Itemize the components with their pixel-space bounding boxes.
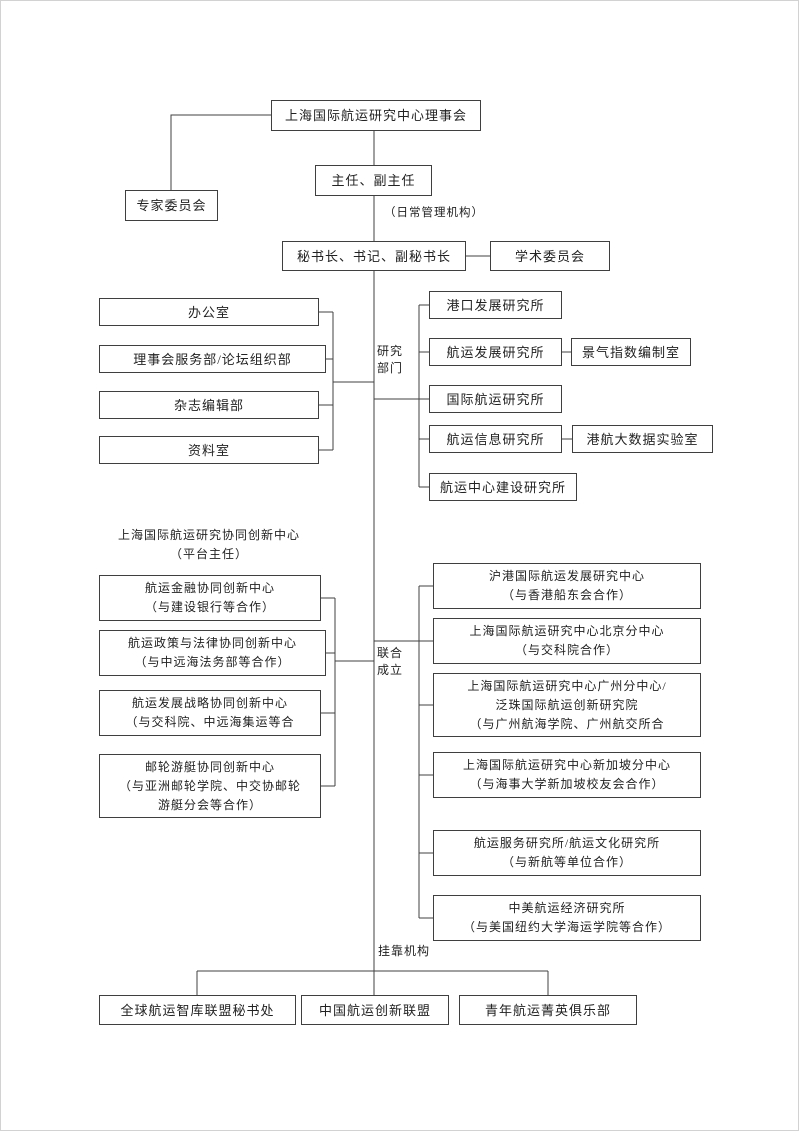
org-box-board: 上海国际航运研究中心理事会: [271, 100, 481, 131]
org-box-china-shipping-innovation-alliance: 中国航运创新联盟: [301, 995, 449, 1025]
org-box-guangzhou-branch: 上海国际航运研究中心广州分中心/ 泛珠国际航运创新研究院 （与广州航海学院、广州…: [433, 673, 701, 737]
org-box-cruise-yacht-center: 邮轮游艇协同创新中心 （与亚洲邮轮学院、中交协邮轮 游艇分会等合作）: [99, 754, 321, 818]
innovation-center-header: 上海国际航运研究协同创新中心: [117, 528, 300, 542]
org-box-development-strategy-center: 航运发展战略协同创新中心 （与交科院、中远海集运等合: [99, 690, 321, 736]
org-box-international-shipping-institute: 国际航运研究所: [429, 385, 562, 413]
org-box-council-service-dept: 理事会服务部/论坛组织部: [99, 345, 326, 373]
org-box-academic-committee: 学术委员会: [490, 241, 610, 271]
org-box-thinktank-alliance-secretariat: 全球航运智库联盟秘书处: [99, 995, 296, 1025]
org-box-shipping-information-institute: 航运信息研究所: [429, 425, 562, 453]
connector-path: [170, 114, 572, 995]
org-box-hk-shanghai-research-center: 沪港国际航运发展研究中心 （与香港船东会合作）: [433, 563, 701, 609]
org-box-shipping-finance-center: 航运金融协同创新中心 （与建设银行等合作）: [99, 575, 321, 621]
org-box-singapore-branch: 上海国际航运研究中心新加坡分中心 （与海事大学新加坡校友会合作）: [433, 752, 701, 798]
org-box-magazine-editorial-dept: 杂志编辑部: [99, 391, 319, 419]
org-box-port-bigdata-lab: 港航大数据实验室: [572, 425, 713, 453]
org-box-reference-room: 资料室: [99, 436, 319, 464]
innovation-center-subheader: （平台主任）: [169, 547, 248, 561]
jointly-established-label: 联合 成立: [377, 646, 404, 677]
org-box-youth-shipping-elite-club: 青年航运菁英俱乐部: [459, 995, 637, 1025]
org-box-secretariat: 秘书长、书记、副秘书长: [282, 241, 466, 271]
org-box-shipping-center-construction-institute: 航运中心建设研究所: [429, 473, 577, 501]
org-box-directors: 主任、副主任: [315, 165, 432, 196]
org-box-prosperity-index-office: 景气指数编制室: [571, 338, 691, 366]
daily-management-note: （日常管理机构）: [384, 207, 484, 219]
affiliated-orgs-label: 挂靠机构: [378, 944, 431, 958]
org-box-expert-committee: 专家委员会: [125, 190, 218, 221]
org-box-sino-us-economy-institute: 中美航运经济研究所 （与美国纽约大学海运学院等合作）: [433, 895, 701, 941]
org-box-office: 办公室: [99, 298, 319, 326]
research-departments-label: 研究 部门: [377, 344, 404, 375]
org-box-beijing-branch: 上海国际航运研究中心北京分中心 （与交科院合作）: [433, 618, 701, 664]
org-box-shipping-service-culture-institute: 航运服务研究所/航运文化研究所 （与新航等单位合作）: [433, 830, 701, 876]
org-box-port-development-institute: 港口发展研究所: [429, 291, 562, 319]
org-box-shipping-development-institute: 航运发展研究所: [429, 338, 562, 366]
org-box-policy-law-center: 航运政策与法律协同创新中心 （与中远海法务部等合作）: [99, 630, 326, 676]
